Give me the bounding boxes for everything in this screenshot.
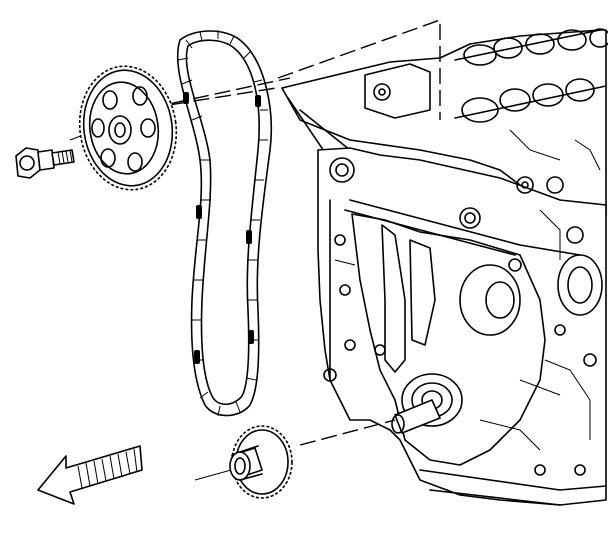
camshaft-sprocket-icon [78,65,178,191]
direction-arrow-icon [37,445,143,505]
crankshaft-sprocket-icon [229,425,293,499]
camshaft-sprocket-bolt-icon [15,147,75,179]
engine-block-icon [281,28,608,506]
timing-chain-icon [176,30,273,417]
